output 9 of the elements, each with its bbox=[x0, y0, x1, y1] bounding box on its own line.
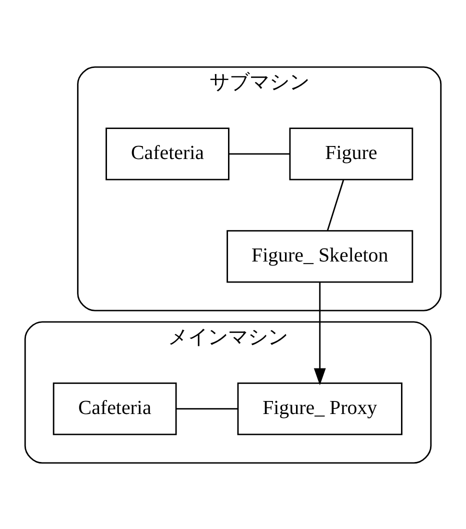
connector bbox=[176, 408, 238, 410]
node-box: Cafeteria bbox=[52, 382, 177, 435]
node-box: Cafeteria bbox=[106, 127, 230, 180]
connector bbox=[326, 179, 344, 230]
node-box: Figure_ Skeleton bbox=[226, 230, 414, 282]
node-box: Figure_ Proxy bbox=[237, 382, 402, 435]
node-box: Figure bbox=[289, 127, 414, 180]
connector bbox=[228, 152, 290, 154]
arrow bbox=[314, 282, 326, 385]
